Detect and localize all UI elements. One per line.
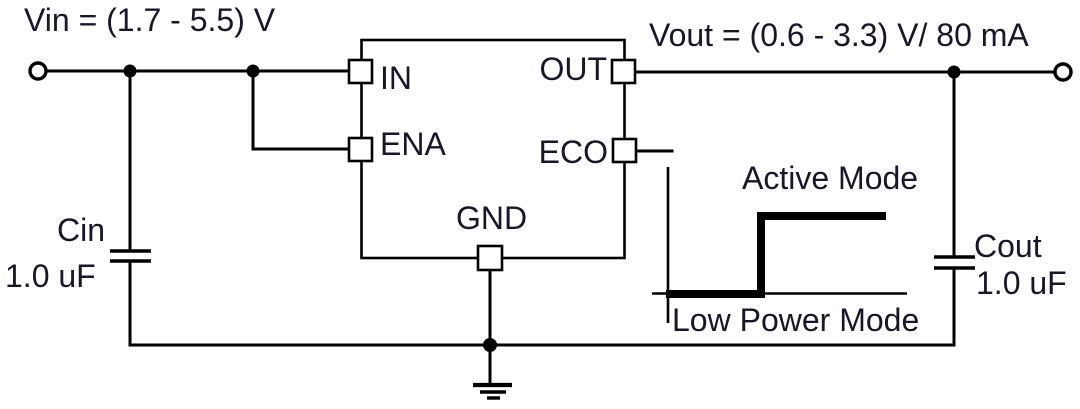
low-power-mode-label: Low Power Mode [672,302,920,338]
ic-body [360,38,626,260]
pin-label-ena: ENA [380,126,446,162]
junction-dot [246,64,260,78]
eco-step-waveform [652,167,907,323]
cin-capacitor-icon [110,249,151,263]
junction-dot [123,64,137,78]
pin-pad-eco [611,137,638,164]
output-terminal [1053,62,1073,82]
junction-dot [483,338,497,352]
pin-label-gnd: GND [456,200,528,236]
waveform-step-trace [666,212,886,298]
active-mode-label: Active Mode [742,160,919,196]
pin-label-eco: ECO [538,134,608,170]
ic-pin-pads [347,58,638,272]
cout-value-label: 1.0 uF [976,265,1067,301]
cin-name-label: Cin [56,212,105,248]
wires [44,69,1057,385]
junction-dots [123,64,961,352]
pin-pad-out [610,58,637,85]
pin-pad-gnd [476,244,504,272]
cout-capacitor-icon [934,255,975,270]
vin-label: Vin = (1.7 - 5.5) V [24,2,276,38]
pin-label-out: OUT [539,51,607,87]
wire-ena [251,69,352,151]
pin-pad-ena [347,136,374,163]
vout-label: Vout = (0.6 - 3.3) V/ 80 mA [649,17,1029,53]
junction-dot [947,65,961,79]
cin-value-label: 1.0 uF [5,258,96,294]
pin-pad-in [347,58,374,85]
input-terminal [28,61,48,81]
cout-name-label: Cout [974,228,1042,264]
ground-icon [473,382,512,400]
pin-label-in: IN [380,60,412,96]
